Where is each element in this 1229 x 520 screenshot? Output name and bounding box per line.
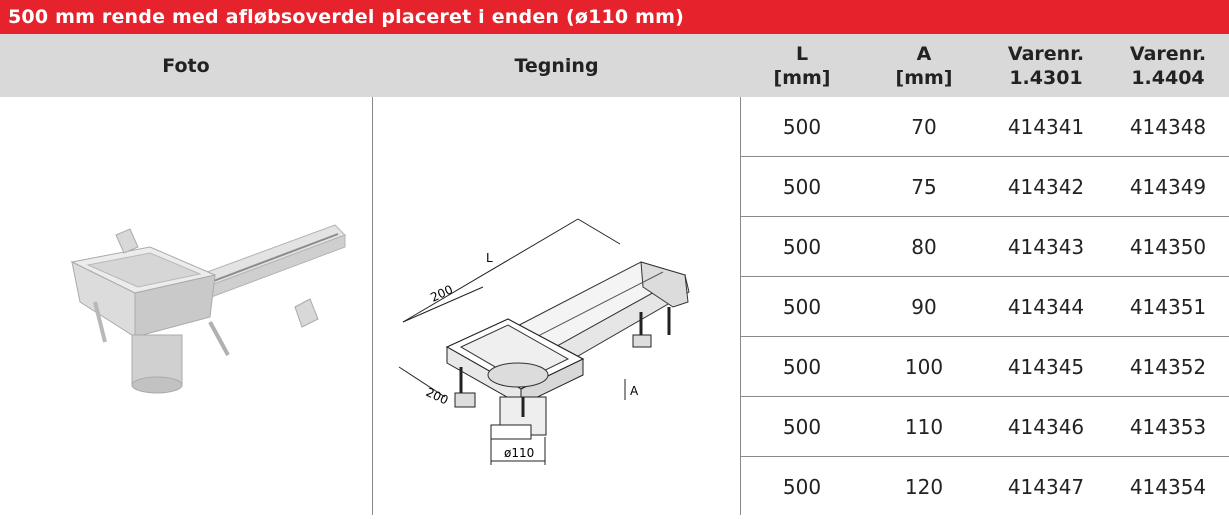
row-divider <box>740 456 1229 457</box>
table-header: Foto Tegning L [mm] A [mm] Varenr. 1.430… <box>0 34 1229 97</box>
header-tegning: Tegning <box>373 34 740 97</box>
cell-a: 100 <box>904 354 944 379</box>
header-foto: Foto <box>0 34 372 97</box>
cell-varenr-4404: 414350 <box>1129 234 1207 259</box>
cell-l: 500 <box>782 414 822 439</box>
divider <box>372 97 373 515</box>
cell-varenr-4301: 414341 <box>1007 114 1085 139</box>
cell-l: 500 <box>782 354 822 379</box>
cell-varenr-4301: 414344 <box>1007 294 1085 319</box>
dim-label-l: L <box>486 251 493 265</box>
cell-l: 500 <box>782 174 822 199</box>
cell-a: 90 <box>911 294 937 319</box>
cell-varenr-4301: 414342 <box>1007 174 1085 199</box>
header-varenr1-grade: 1.4301 <box>1009 66 1083 89</box>
dim-label-diameter: ø110 <box>504 446 534 460</box>
cell-varenr-4301: 414345 <box>1007 354 1085 379</box>
header-varenr2-label: Varenr. <box>1129 42 1207 65</box>
header-varenr-4301: Varenr. 1.4301 <box>985 34 1107 97</box>
product-photo <box>0 97 372 515</box>
cell-varenr-4404: 414353 <box>1129 414 1207 439</box>
header-foto-label: Foto <box>162 54 210 77</box>
header-l: L [mm] <box>741 34 863 97</box>
cell-varenr-4404: 414351 <box>1129 294 1207 319</box>
row-divider <box>740 156 1229 157</box>
header-l-unit: [mm] <box>773 66 831 89</box>
cell-varenr-4404: 414348 <box>1129 114 1207 139</box>
dim-label-a: A <box>630 384 639 398</box>
cell-varenr-4404: 414354 <box>1129 474 1207 499</box>
cell-a: 120 <box>904 474 944 499</box>
row-divider <box>740 396 1229 397</box>
cell-varenr-4301: 414346 <box>1007 414 1085 439</box>
cell-l: 500 <box>782 114 822 139</box>
cell-l: 500 <box>782 474 822 499</box>
header-a-label: A <box>916 42 932 65</box>
header-varenr2-grade: 1.4404 <box>1131 66 1205 89</box>
header-a-unit: [mm] <box>895 66 953 89</box>
table-body: L 200 200 A ø110 500 70 414341 414348 50… <box>0 97 1229 515</box>
row-divider <box>740 216 1229 217</box>
cell-a: 110 <box>904 414 944 439</box>
cell-a: 70 <box>911 114 937 139</box>
cell-varenr-4301: 414343 <box>1007 234 1085 259</box>
header-varenr1-label: Varenr. <box>1007 42 1085 65</box>
cell-varenr-4404: 414352 <box>1129 354 1207 379</box>
cell-l: 500 <box>782 294 822 319</box>
table-title: 500 mm rende med afløbsoverdel placeret … <box>8 6 685 28</box>
cell-l: 500 <box>782 234 822 259</box>
technical-drawing: L 200 200 A ø110 <box>373 97 740 515</box>
cell-a: 75 <box>911 174 937 199</box>
dim-label-width-bottom: 200 <box>424 385 451 407</box>
header-varenr-4404: Varenr. 1.4404 <box>1107 34 1229 97</box>
cell-a: 80 <box>911 234 937 259</box>
row-divider <box>740 336 1229 337</box>
header-a: A [mm] <box>863 34 985 97</box>
header-l-label: L <box>795 42 809 65</box>
row-divider <box>740 276 1229 277</box>
header-tegning-label: Tegning <box>514 54 599 77</box>
cell-varenr-4404: 414349 <box>1129 174 1207 199</box>
cell-varenr-4301: 414347 <box>1007 474 1085 499</box>
table-title-bar: 500 mm rende med afløbsoverdel placeret … <box>0 0 1229 34</box>
divider <box>740 97 741 515</box>
